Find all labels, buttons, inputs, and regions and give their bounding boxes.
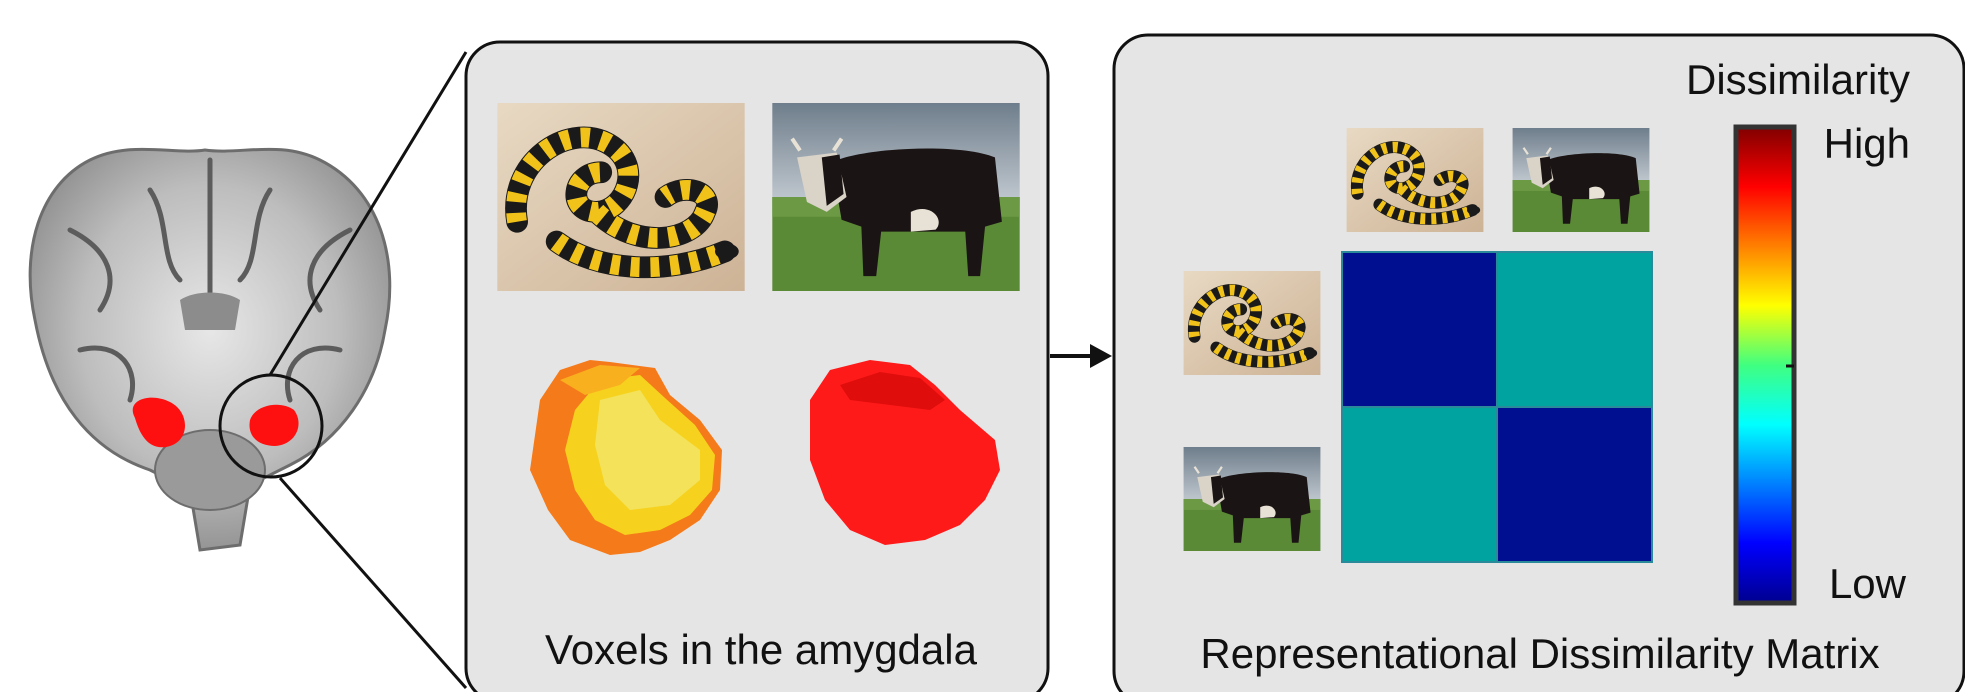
rdm-row-cow-photo xyxy=(1183,447,1321,551)
rdm-col-snake-photo xyxy=(1347,128,1484,232)
rdm-row-snake-photo xyxy=(1184,271,1321,375)
rdm-cell-cow-snake xyxy=(1341,406,1498,563)
arrow-right xyxy=(1050,344,1112,368)
colorbar-high-label: High xyxy=(1824,120,1910,167)
voxel-map-cow xyxy=(810,360,1000,545)
snake-photo xyxy=(497,103,744,291)
colorbar-low-label: Low xyxy=(1829,560,1907,607)
voxel-map-snake xyxy=(530,360,722,555)
brain-coronal-slice xyxy=(28,147,392,552)
zoom-line-bottom xyxy=(278,477,468,689)
amygdala-right-highlight xyxy=(249,404,299,446)
rdm-cell-cow-cow xyxy=(1496,406,1653,563)
rdm-cell-snake-cow xyxy=(1496,251,1653,408)
zoom-line-top xyxy=(268,51,468,376)
colorbar xyxy=(1733,124,1797,606)
rdm-matrix xyxy=(1341,251,1653,563)
rdm-cell-snake-snake xyxy=(1341,251,1498,408)
rdm-col-cow-photo xyxy=(1512,128,1650,232)
amygdala-left-highlight xyxy=(132,397,185,448)
rdm-panel-caption: Representational Dissimilarity Matrix xyxy=(1200,630,1879,677)
voxel-panel-caption: Voxels in the amygdala xyxy=(545,626,978,673)
colorbar-title: Dissimilarity xyxy=(1686,56,1910,103)
cow-photo xyxy=(772,103,1019,291)
